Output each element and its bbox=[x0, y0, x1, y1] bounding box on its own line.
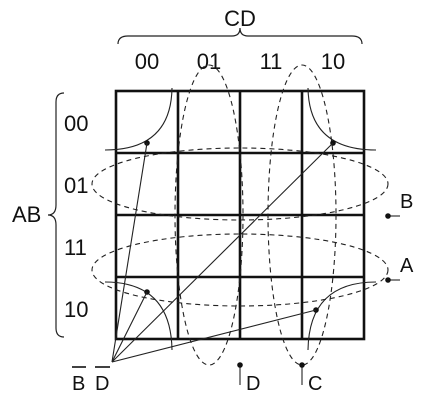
top-variable-label: CD bbox=[224, 6, 256, 31]
corner-curve-bottom-right bbox=[307, 281, 377, 351]
corner-label-d-bar: D bbox=[95, 373, 109, 395]
corner-label-b-bar: B bbox=[72, 373, 85, 395]
corner-curve-top-right bbox=[307, 87, 377, 151]
side-brace bbox=[47, 92, 65, 338]
row-header-10: 10 bbox=[64, 297, 88, 322]
column-header-00: 00 bbox=[135, 49, 159, 74]
corner-curve-top-left bbox=[104, 87, 173, 151]
top-brace bbox=[117, 27, 363, 45]
dot-d bbox=[237, 362, 243, 368]
column-header-10: 10 bbox=[321, 49, 345, 74]
corner-curve-bottom-left bbox=[104, 281, 173, 351]
group-label-d: D bbox=[246, 373, 260, 395]
group-label-a: A bbox=[400, 255, 414, 277]
group-label-b: B bbox=[400, 191, 413, 213]
row-header-11: 11 bbox=[64, 235, 87, 260]
group-loop-d bbox=[174, 64, 244, 366]
dot-c bbox=[299, 362, 305, 368]
corner-pointer-lines bbox=[111, 142, 334, 363]
group-loop-b bbox=[91, 147, 389, 221]
map-grid bbox=[114, 89, 366, 341]
group-loop-a bbox=[91, 233, 389, 307]
group-loop-c bbox=[267, 64, 337, 366]
dot-a bbox=[385, 277, 391, 283]
dot-b bbox=[385, 213, 391, 219]
row-header-00: 00 bbox=[64, 111, 88, 136]
group-label-c: C bbox=[308, 373, 322, 395]
column-header-11: 11 bbox=[260, 49, 283, 74]
row-header-01: 01 bbox=[64, 173, 88, 198]
side-variable-label: AB bbox=[12, 202, 41, 227]
